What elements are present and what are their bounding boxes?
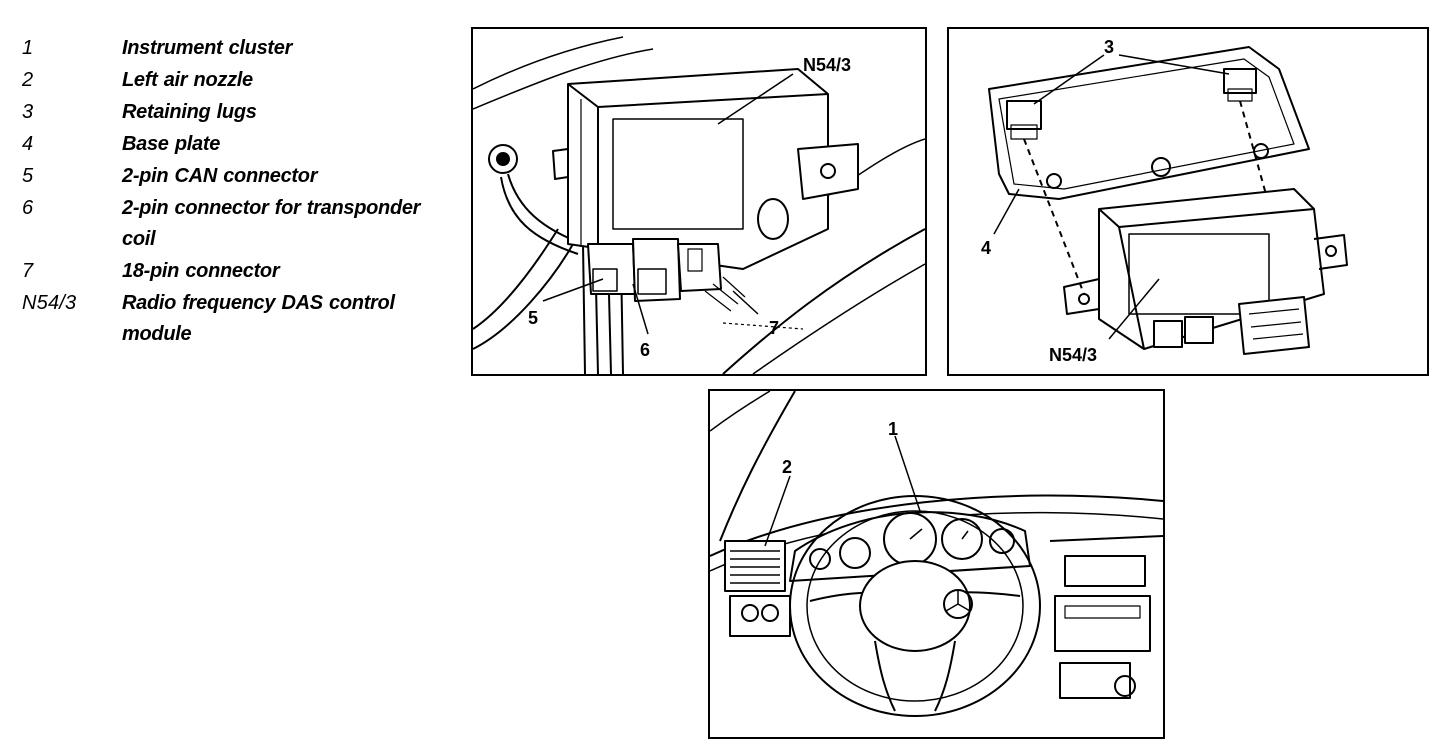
callout-instrument-cluster: 1 <box>888 419 898 439</box>
legend-text: Instrument cluster <box>122 37 293 59</box>
legend-code: 2 <box>22 69 34 91</box>
legend-code: 3 <box>22 101 34 123</box>
legend-text: Retaining lugs <box>122 101 257 123</box>
legend-text: 2-pin CAN connector <box>122 165 318 187</box>
legend-text: Base plate <box>122 133 221 155</box>
module-installed-drawing: N54/3 5 6 7 <box>473 36 925 374</box>
callout-can-connector: 5 <box>528 308 538 328</box>
callout-retaining-lugs: 3 <box>1104 37 1114 57</box>
legend-code: N54/3 <box>22 292 77 314</box>
legend-code: 5 <box>22 165 34 187</box>
legend-code: 1 <box>22 37 34 59</box>
legend-text: 18-pin connector <box>122 260 280 282</box>
callout-module: N54/3 <box>1049 345 1097 365</box>
legend-code: 6 <box>22 197 34 219</box>
dashboard-drawing: 1 2 <box>710 391 1163 717</box>
callout-left-air-nozzle: 2 <box>782 457 792 477</box>
legend-text: Left air nozzle <box>122 69 253 91</box>
dashboard-illustration: 1 2 <box>708 389 1165 739</box>
base-plate-drawing: 3 4 N54/3 <box>981 37 1348 365</box>
callout-transponder-connector: 6 <box>640 340 650 360</box>
callout-module: N54/3 <box>803 55 851 75</box>
base-plate-illustration: 3 4 N54/3 <box>947 27 1429 376</box>
module-installed-illustration: N54/3 5 6 7 <box>471 27 927 376</box>
callout-base-plate: 4 <box>981 238 991 258</box>
callout-18pin-connector: 7 <box>769 318 779 338</box>
legend-code: 7 <box>22 260 34 282</box>
legend-code: 4 <box>22 133 34 155</box>
legend-text: Radio frequency DAS control module <box>122 292 395 345</box>
legend-text: 2-pin connector for transponder coil <box>122 197 421 250</box>
